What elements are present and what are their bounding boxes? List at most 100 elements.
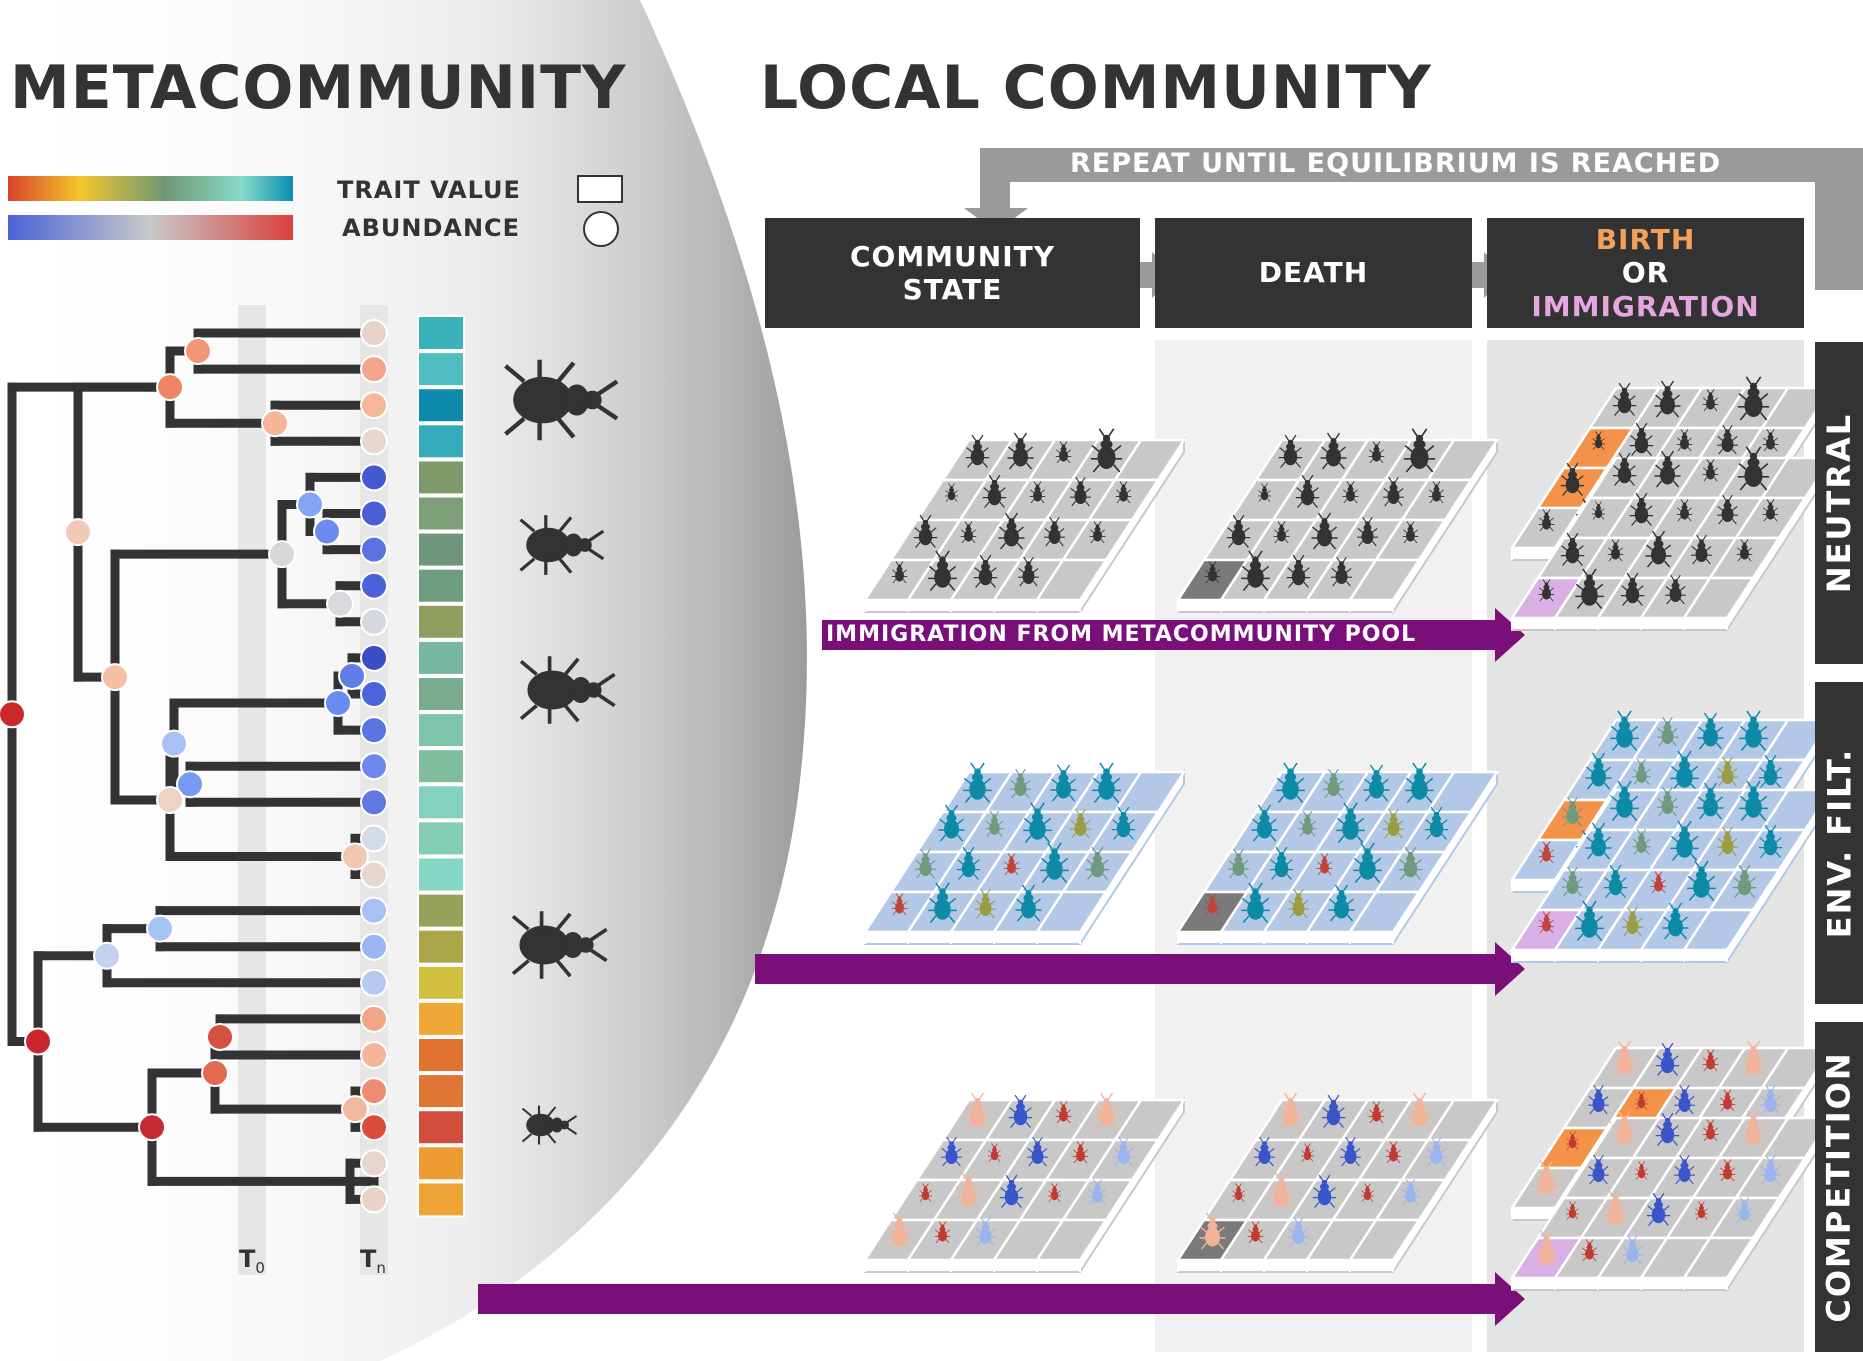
ancestral-node — [64, 518, 92, 547]
tip-node — [360, 319, 388, 347]
tip-node — [360, 463, 388, 492]
repeat-loop-bar — [964, 148, 1863, 290]
community-grid — [1175, 762, 1500, 945]
trait-swatch — [417, 748, 465, 785]
ancestral-node — [206, 1022, 234, 1051]
tip-node — [360, 535, 388, 564]
trait-swatch — [417, 315, 465, 351]
trait-swatch — [417, 676, 465, 712]
metacommunity-title: METACOMMUNITY — [10, 53, 627, 123]
ancestral-node — [146, 914, 174, 943]
trait-swatch — [417, 1109, 465, 1146]
tip-node — [360, 391, 388, 420]
header-death: DEATH — [1155, 218, 1472, 328]
ancestral-node — [268, 540, 296, 569]
trait-swatch — [417, 423, 465, 460]
tip-node — [360, 1077, 388, 1106]
community-grid — [862, 762, 1187, 945]
header-birth-or-immigration: BIRTH OR IMMIGRATION — [1487, 218, 1804, 328]
trait-swatch — [417, 712, 465, 749]
abundance-tips — [360, 319, 388, 1214]
trait-swatch — [417, 495, 465, 532]
ancestral-node — [326, 589, 354, 618]
ancestral-node — [296, 490, 324, 519]
immigration-label: IMMIGRATION FROM METACOMMUNITY POOL — [826, 622, 1417, 647]
trait-swatch — [417, 820, 465, 857]
trait-swatch — [417, 1145, 465, 1182]
ancestral-node — [138, 1113, 166, 1142]
trait-swatch — [417, 1000, 465, 1037]
header-community-state: COMMUNITY STATE — [765, 218, 1140, 328]
abundance-circle-symbol — [583, 211, 619, 247]
trait-swatch — [417, 387, 465, 424]
scenario-neutral-label: NEUTRAL — [1820, 412, 1858, 594]
tip-node — [360, 643, 388, 672]
trait-swatch — [417, 964, 465, 1001]
trait-swatch — [417, 892, 465, 929]
scenario-env-filt-label: ENV. FILT. — [1820, 747, 1858, 939]
header-death-label: DEATH — [1258, 256, 1369, 290]
ancestral-node — [160, 729, 188, 758]
trait-swatch — [417, 1073, 465, 1110]
trait-swatch — [417, 1037, 465, 1073]
header-community-state-line1: COMMUNITY — [849, 239, 1056, 273]
ancestral-node — [341, 1095, 369, 1124]
tn-label: Tn — [360, 1245, 386, 1277]
header-birth-label: BIRTH — [1595, 223, 1696, 257]
tip-node — [360, 716, 388, 745]
tip-node — [360, 824, 388, 853]
ancestral-node — [313, 517, 341, 546]
tip-node — [360, 752, 388, 781]
header-or-label: OR — [1621, 256, 1670, 290]
scenario-competition: COMPETITION — [1815, 1022, 1863, 1352]
tip-node — [360, 1041, 388, 1069]
abundance-label: ABUNDANCE — [342, 214, 521, 242]
tip-node — [360, 932, 388, 961]
trait-swatch — [417, 531, 465, 568]
ancestral-nodes — [0, 337, 369, 1142]
scenario-neutral: NEUTRAL — [1815, 342, 1863, 664]
trait-swatch — [417, 567, 465, 604]
tip-node — [360, 427, 388, 456]
ancestral-node — [324, 689, 352, 718]
abundance-gradient-bar — [8, 215, 293, 240]
ancestral-node — [261, 409, 289, 438]
immigration-arrows — [478, 608, 1525, 1326]
community-grid — [862, 1092, 1187, 1273]
tip-node — [360, 1185, 388, 1214]
t0-column — [238, 305, 266, 1275]
trait-swatch — [417, 459, 465, 496]
scenario-env-filt: ENV. FILT. — [1815, 682, 1863, 1004]
tip-node — [360, 355, 388, 384]
community-grid — [1509, 1110, 1834, 1291]
tip-node — [360, 860, 388, 889]
trait-swatches — [417, 315, 465, 1218]
trait-swatch — [417, 784, 465, 821]
repeat-loop-label: REPEAT UNTIL EQUILIBRIUM IS REACHED — [1070, 148, 1722, 179]
community-grid — [1509, 780, 1834, 963]
scenario-competition-label: COMPETITION — [1820, 1051, 1859, 1323]
ancestral-node — [201, 1059, 229, 1088]
local-community-title: LOCAL COMMUNITY — [760, 53, 1432, 123]
community-grid — [1175, 1092, 1500, 1273]
ancestral-node — [0, 700, 26, 729]
community-grid — [862, 427, 1187, 613]
tip-node — [360, 571, 388, 600]
tip-node — [360, 680, 388, 708]
trait-value-label: TRAIT VALUE — [337, 176, 521, 204]
ancestral-node — [101, 663, 129, 692]
trait-swatch — [417, 928, 465, 965]
trait-swatch — [417, 603, 465, 640]
trait-swatch — [417, 1181, 465, 1218]
tip-node — [360, 896, 388, 925]
tip-node — [360, 788, 388, 817]
header-immigration-label: IMMIGRATION — [1531, 289, 1760, 323]
header-community-state-line2: STATE — [902, 273, 1003, 306]
trait-swatch — [417, 856, 465, 893]
trait-square-symbol — [577, 175, 623, 203]
tip-node — [360, 607, 388, 636]
trait-swatch — [417, 639, 465, 676]
t0-label: T0 — [239, 1245, 265, 1277]
ancestral-node — [93, 941, 121, 970]
